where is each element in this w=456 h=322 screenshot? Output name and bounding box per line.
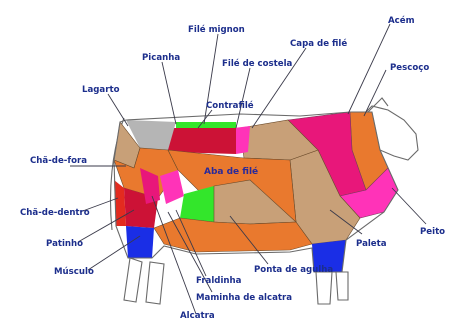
hind-leg-outline-2 xyxy=(146,262,164,304)
label-paleta: Paleta xyxy=(356,239,387,249)
label-patinho: Patinho xyxy=(46,239,83,249)
label-pescoco: Pescoço xyxy=(390,63,429,73)
label-cha-de-fora: Chã-de-fora xyxy=(30,156,87,166)
label-file-mignon: Filé mignon xyxy=(188,24,245,35)
region-file-mignon xyxy=(176,122,236,128)
front-leg-outline-2 xyxy=(336,272,348,300)
hind-leg-outline xyxy=(124,258,142,302)
ear-outline xyxy=(368,98,388,112)
leader-peito xyxy=(392,188,426,224)
region-maminha-de-alcatra xyxy=(160,170,184,204)
label-maminha-de-alcatra: Maminha de alcatra xyxy=(196,293,292,303)
label-peito: Peito xyxy=(420,227,445,237)
region-file-de-costela xyxy=(234,126,250,154)
label-picanha: Picanha xyxy=(142,53,180,63)
leader-file-de-costela xyxy=(236,68,250,128)
label-ponta-de-agulha: Ponta de agulha xyxy=(254,265,333,275)
label-musculo: Músculo xyxy=(54,267,94,277)
label-aba-de-file: Aba de filé xyxy=(204,166,258,177)
label-cha-de-dentro: Chã-de-dentro xyxy=(20,208,90,218)
label-fraldinha: Fraldinha xyxy=(196,276,242,286)
label-capa-de-file: Capa de filé xyxy=(290,38,347,49)
label-lagarto: Lagarto xyxy=(82,85,120,95)
region-fraldinha xyxy=(180,186,214,222)
label-contrafile: Contrafilé xyxy=(206,100,254,111)
region-belly xyxy=(154,218,312,252)
label-file-de-costela: Filé de costela xyxy=(222,58,293,69)
leader-lagarto xyxy=(108,94,128,126)
label-alcatra: Alcatra xyxy=(180,311,215,321)
front-leg-outline xyxy=(316,272,332,304)
leader-picanha xyxy=(162,62,176,124)
region-contrafile xyxy=(168,128,236,154)
label-acem: Acém xyxy=(388,15,415,26)
